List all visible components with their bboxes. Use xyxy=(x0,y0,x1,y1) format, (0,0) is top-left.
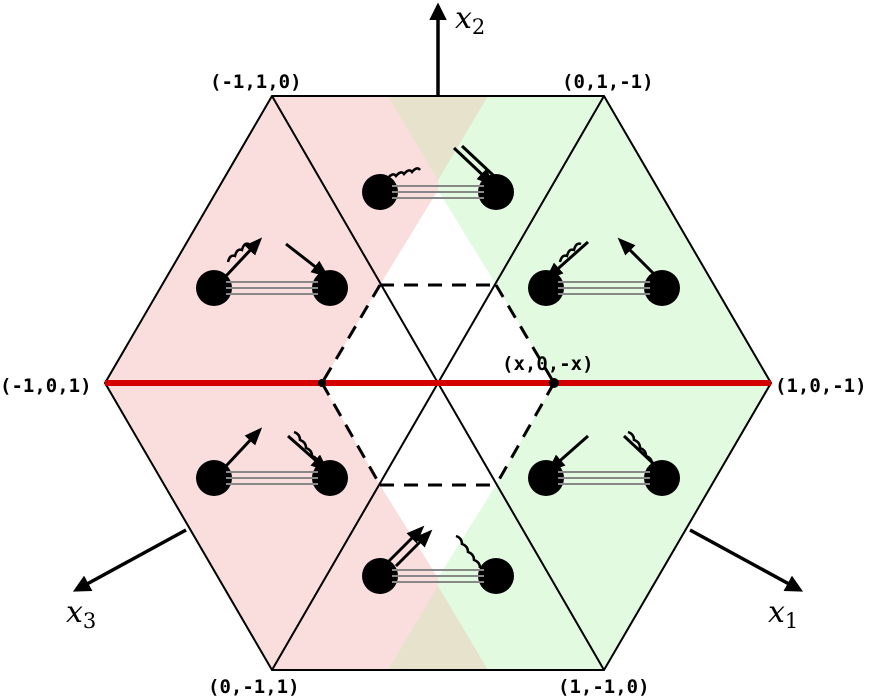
wavy-line xyxy=(226,242,250,263)
triple-line xyxy=(392,569,484,583)
triple-line xyxy=(226,471,318,485)
arrow-line-right xyxy=(617,237,658,278)
label-point-x0-minus-x: (x,0,-x) xyxy=(502,353,594,375)
label-left: (-1,0,1) xyxy=(0,375,92,397)
vertex-labels: (-1,1,0) (0,1,-1) (-1,0,1) (1,0,-1) (0,-… xyxy=(0,71,867,698)
label-bottom-right: (1,-1,0) xyxy=(558,676,650,698)
bottom-overlap-region xyxy=(388,586,488,670)
x3-axis-arrow xyxy=(72,528,187,592)
triple-line xyxy=(226,281,318,295)
triple-line xyxy=(392,185,484,199)
top-overlap-region xyxy=(388,96,488,180)
dashed-inner-hexagon xyxy=(320,283,556,487)
blob-right xyxy=(644,270,680,306)
label-top-right: (0,1,-1) xyxy=(562,71,654,93)
diagram-lower-right xyxy=(528,430,680,496)
axis-label-x2: x2 xyxy=(455,1,485,39)
label-bottom-left: (0,-1,1) xyxy=(208,676,300,698)
diagram-bottom xyxy=(362,525,514,594)
triple-line xyxy=(558,281,650,295)
axis-label-x1: x1 xyxy=(768,595,798,633)
axes xyxy=(72,2,804,592)
blob-left xyxy=(196,270,232,306)
wavy-line xyxy=(387,167,421,179)
blob-right xyxy=(644,460,680,496)
diagram-lower-left xyxy=(196,427,348,496)
blob-left xyxy=(362,174,398,210)
wavy-line xyxy=(627,430,654,465)
arrow-line-b xyxy=(460,144,496,178)
point-left-node xyxy=(318,379,326,387)
diagram-top xyxy=(362,144,514,210)
arrow-line xyxy=(224,427,263,468)
diagram-upper-left xyxy=(196,237,348,306)
diagram-upper-right xyxy=(528,237,680,306)
arrow-line-b xyxy=(394,529,433,568)
arrow-line-right xyxy=(285,242,330,278)
axis-labels: x2 x1 x3 xyxy=(66,1,798,633)
arrow-line-a xyxy=(386,525,425,564)
dashed-edge-upper-left xyxy=(320,284,382,384)
label-right: (1,0,-1) xyxy=(775,375,867,397)
x1-axis-arrow xyxy=(689,528,804,592)
blob-left xyxy=(362,558,398,594)
wavy-line xyxy=(455,534,482,569)
dashed-edge-lower-right xyxy=(494,382,556,486)
blob-left xyxy=(196,460,232,496)
dashed-edge-upper-right xyxy=(494,284,556,384)
label-top-left: (-1,1,0) xyxy=(210,71,302,93)
axis-label-x3: x3 xyxy=(66,595,96,633)
arrow-line-a xyxy=(452,146,495,187)
wavy-line xyxy=(293,430,320,465)
blob-right xyxy=(312,270,348,306)
dashed-edge-lower-left xyxy=(320,382,382,486)
triple-line xyxy=(558,471,650,485)
blob-right xyxy=(478,558,514,594)
wavy-line xyxy=(558,242,582,263)
arrow-line xyxy=(545,240,589,280)
point-x0-minus-x xyxy=(549,378,559,388)
arrow-line xyxy=(224,237,263,278)
arrow-line xyxy=(547,434,589,472)
